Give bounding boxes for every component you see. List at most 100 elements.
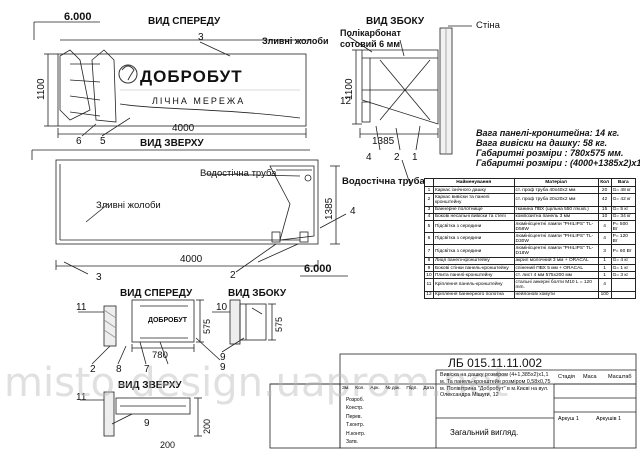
role-norm-control: Н.контр. bbox=[346, 430, 366, 437]
callout-small-9a: 9 bbox=[220, 362, 226, 373]
side-view bbox=[347, 25, 472, 185]
bom-cell-material: спінений ПВХ 5 мм + ORACAL bbox=[513, 263, 599, 273]
dim-1385-side: 1385 bbox=[372, 136, 395, 147]
role-checker: Перев. bbox=[346, 413, 362, 420]
bracket-front-title: ВИД СПЕРЕДУ bbox=[120, 288, 193, 299]
bracket-logo-text: ДОБРОБУТ bbox=[148, 317, 188, 324]
top-view bbox=[31, 149, 348, 277]
gutters-label-top: Зливні жолоби bbox=[262, 36, 328, 46]
bom-cell-num: 10 bbox=[424, 271, 434, 280]
title-scale: Масштаб bbox=[608, 374, 632, 380]
bracket-top-title: ВИД ЗВЕРХУ bbox=[118, 380, 182, 391]
callout-small-11a: 11 bbox=[76, 302, 87, 313]
bom-cell-material: композитна панель 3 мм bbox=[513, 212, 599, 221]
dim-1100-front: 1100 bbox=[36, 78, 47, 100]
bom-cell-qty: 42 bbox=[597, 193, 612, 207]
dim-6000-top: 6.000 bbox=[64, 11, 92, 23]
dim-200-b: 200 bbox=[160, 440, 175, 450]
callout-small-9c: 9 bbox=[144, 418, 150, 429]
role-tech-control: Т.контр. bbox=[346, 422, 365, 429]
bom-cell-name: Підсвітка з середини bbox=[432, 232, 515, 246]
bom-cell-material: тканина ПВХ (щільна 550 г/м.кв.) bbox=[513, 205, 599, 214]
bom-cell-material: стальні анкерні болти М10 L = 120 mm. bbox=[513, 278, 599, 292]
role-designer: Констр. bbox=[346, 405, 364, 412]
front-view bbox=[33, 21, 310, 138]
col-kol: Кол. bbox=[355, 386, 365, 391]
callout-side-1: 1 bbox=[412, 152, 418, 163]
bom-cell-name: Підсвітка з середини bbox=[432, 244, 515, 258]
bom-cell-name: Бокові несальні вивіски та стелі bbox=[432, 212, 515, 221]
bom-header-name: Найменування bbox=[432, 177, 515, 188]
col-ark: Арк. bbox=[370, 386, 380, 391]
bom-cell-name: Каркас вивіски та панелі кронштейну bbox=[432, 193, 515, 207]
dim-4000-top: 4000 bbox=[180, 254, 203, 265]
bom-cell-qty: 1 bbox=[597, 263, 612, 273]
bom-header-material: Матеріал bbox=[513, 177, 599, 188]
wall-label: Стіна bbox=[476, 20, 501, 31]
polycarbonate-label-2: сотовий 6 мм bbox=[340, 39, 400, 49]
bom-cell-mass: P= 500 Вт bbox=[610, 219, 637, 234]
bom-cell-material: нейлонові хомути bbox=[513, 290, 599, 299]
bom-cell-name: Баннерне полотнище bbox=[432, 205, 515, 214]
note-size-sign: Габаритні розміри : (4000+1385x2)x1100 м… bbox=[476, 158, 640, 168]
role-approved: Затв. bbox=[346, 439, 359, 446]
callout-small-11b: 11 bbox=[76, 392, 87, 403]
bom-cell-name: Бокові стінки панель-кронштейну bbox=[432, 263, 515, 273]
bom-cell-mass: P= 120 Вт bbox=[610, 232, 637, 246]
bom-cell-num: 12 bbox=[424, 290, 434, 299]
col-doc: № док. bbox=[385, 386, 401, 391]
bracket-side-view bbox=[212, 299, 276, 353]
callout-small-8: 8 bbox=[116, 364, 122, 375]
dim-4000-front: 4000 bbox=[172, 123, 195, 134]
bom-cell-qty: 4 bbox=[597, 232, 612, 246]
callout-top-3: 3 bbox=[96, 272, 102, 283]
title-code: ЛБ 015.11.11.002 bbox=[448, 356, 543, 370]
dim-200-a: 200 bbox=[202, 419, 212, 434]
bom-cell-name: Кріплення баннерного полотна bbox=[432, 290, 515, 299]
callout-small-7: 7 bbox=[144, 364, 150, 375]
bom-cell-num: 6 bbox=[424, 232, 434, 246]
bom-cell-mass: G= 48 кг bbox=[610, 186, 637, 195]
bom-cell-material: люмінісцентні лампи "PHILIPS" TL-D30W bbox=[513, 232, 599, 246]
role-developer: Розроб. bbox=[346, 397, 364, 403]
bom-header-num bbox=[424, 177, 434, 188]
bom-cell-mass: G= 5 кг bbox=[610, 205, 637, 214]
dim-1100-side: 1100 bbox=[344, 78, 355, 100]
bom-cell-mass bbox=[610, 278, 637, 292]
bom-cell-mass: G= 34 кг bbox=[610, 212, 637, 221]
bom-cell-qty: 10 bbox=[597, 212, 612, 221]
drain-pipe-label-1: Водостічна труба bbox=[200, 168, 277, 179]
bom-cell-qty: 1 bbox=[597, 256, 612, 265]
logo-subtext: ЛІЧНА МЕРЕЖА bbox=[152, 96, 245, 106]
callout-top-2: 2 bbox=[230, 270, 236, 281]
callout-small-9b: 9 bbox=[220, 352, 226, 363]
bom-cell-mass: G= 4 кг bbox=[610, 256, 637, 265]
dim-575-a: 575 bbox=[202, 319, 212, 334]
bom-cell-name: Кріплення панель-кронштейну bbox=[432, 278, 515, 292]
bom-cell-num: 2 bbox=[424, 193, 434, 207]
bom-cell-qty: 1 bbox=[597, 271, 612, 280]
title-stage: Стадія bbox=[558, 374, 575, 380]
note-mass-sign: Вага вивіски на дашку: 58 кг. bbox=[476, 138, 607, 148]
bom-cell-num: 11 bbox=[424, 278, 434, 292]
title-description: Вивіска на дашку розміром (4+1,385x2)x1,… bbox=[440, 372, 551, 399]
bom-cell-mass bbox=[610, 290, 637, 299]
bom-cell-num: 4 bbox=[424, 212, 434, 221]
bom-cell-qty: 100 bbox=[597, 290, 612, 299]
title-left-columns: Зм. Кол. Арк. № док. Підп. Дата bbox=[342, 386, 434, 391]
dim-12: 12 bbox=[340, 96, 352, 107]
bom-cell-material: акрил молочний 3 мм + ORACAL bbox=[513, 256, 599, 265]
bom-cell-mass: P= 60 Вт bbox=[610, 244, 637, 258]
col-sign: Підп. bbox=[406, 386, 418, 391]
